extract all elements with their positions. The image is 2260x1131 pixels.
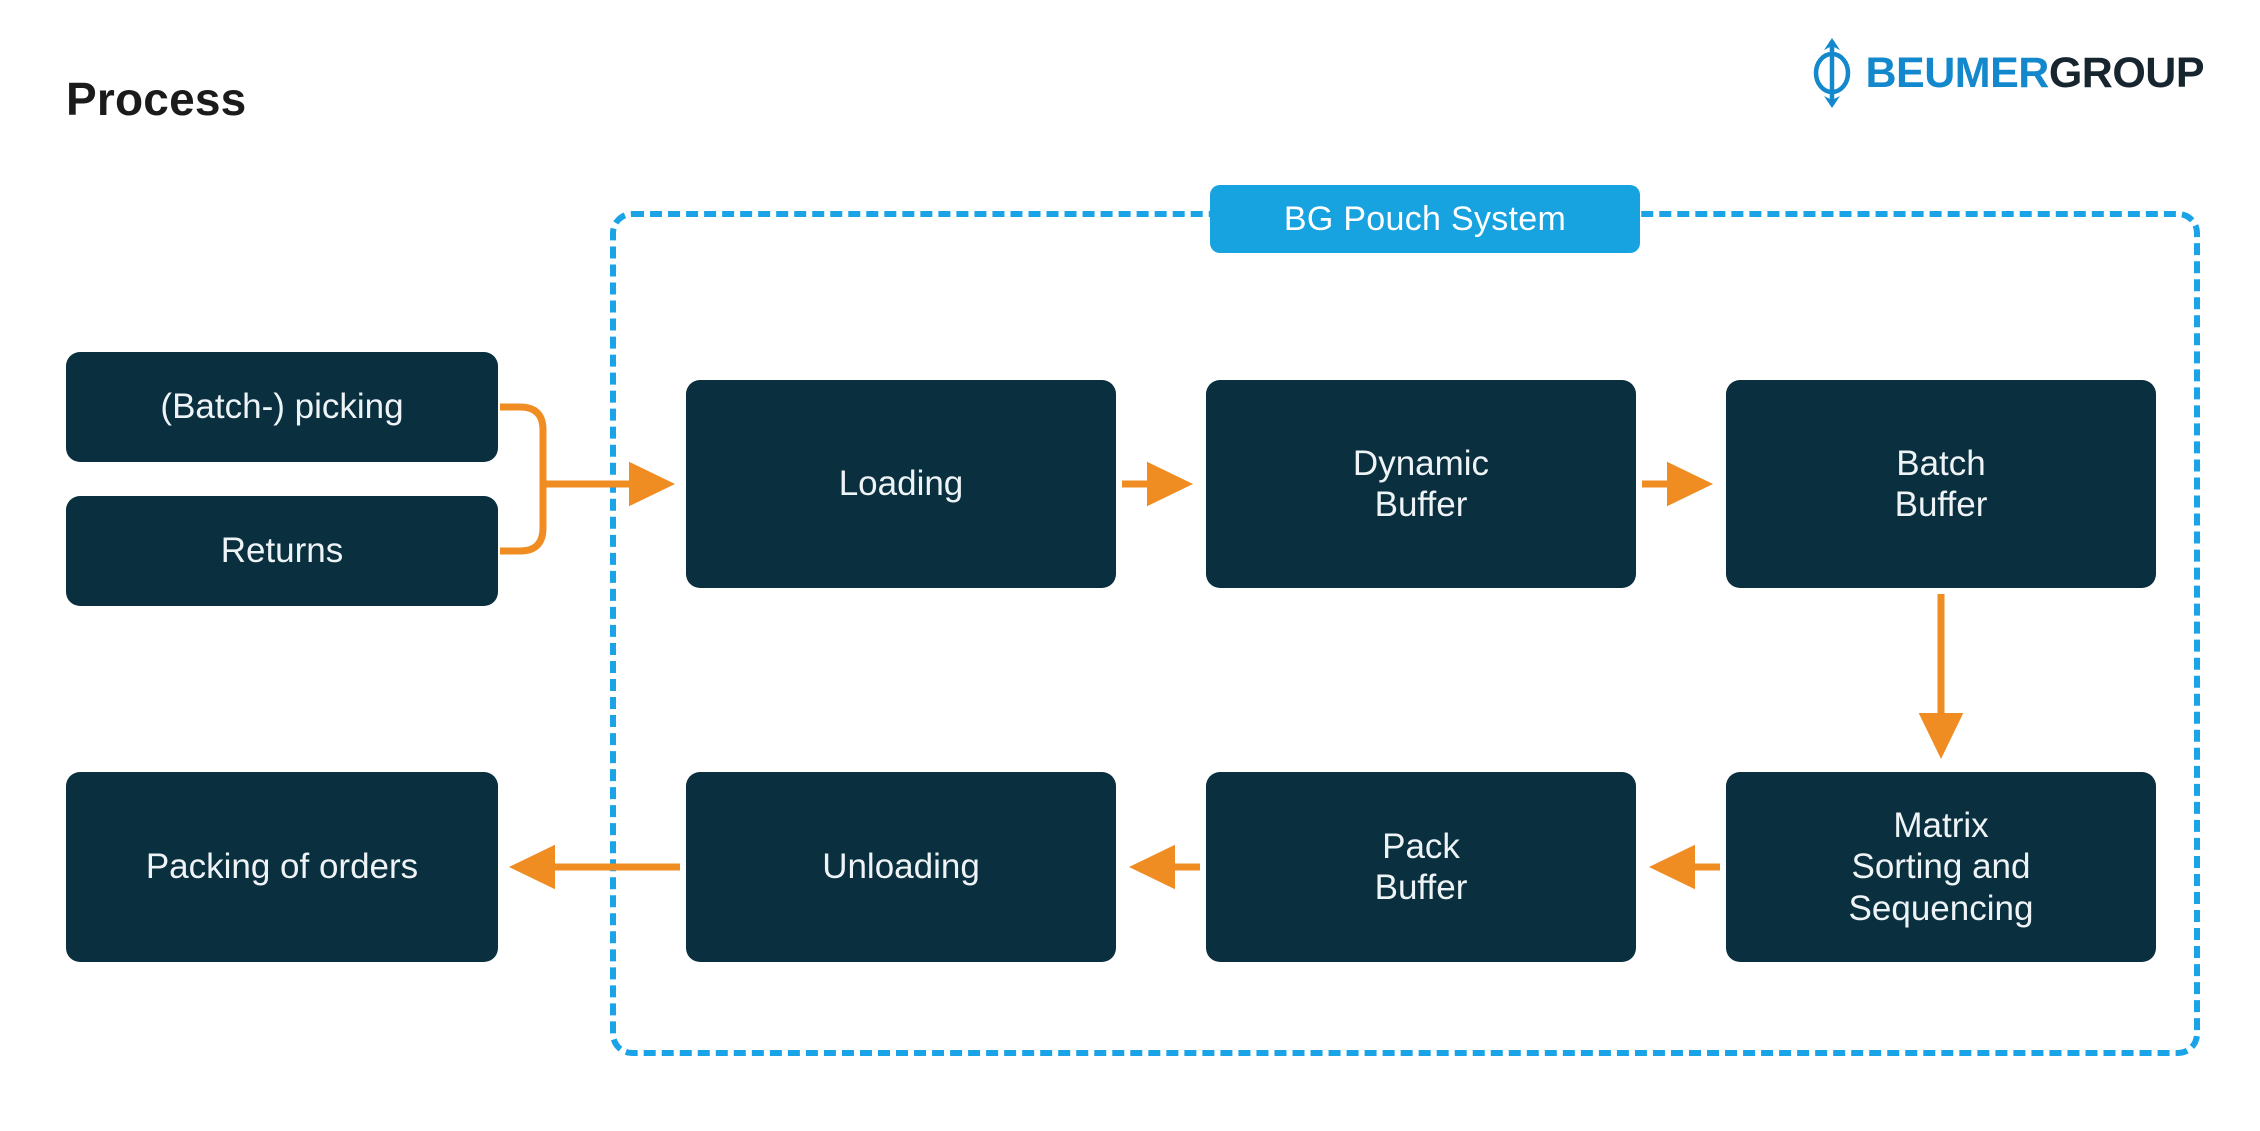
node-unloading[interactable]: Unloading <box>686 772 1116 962</box>
node-dynamic-buffer[interactable]: Dynamic Buffer <box>1206 380 1636 588</box>
brand-word-group: GROUP <box>2048 48 2205 97</box>
page-title: Process <box>66 73 247 125</box>
node-returns[interactable]: Returns <box>66 496 498 606</box>
brand-wordmark: BEUMERGROUP <box>1865 48 2205 97</box>
node-packing-of-orders[interactable]: Packing of orders <box>66 772 498 962</box>
node-pack-buffer[interactable]: Pack Buffer <box>1206 772 1636 962</box>
node-matrix-sorting-and-sequencing[interactable]: Matrix Sorting and Sequencing <box>1726 772 2156 962</box>
beumer-arrow-circle-icon <box>1814 38 1851 108</box>
brand-word-beumer: BEUMER <box>1865 48 2049 97</box>
edge-picking-returns-merge <box>500 403 547 555</box>
node-batch-picking[interactable]: (Batch-) picking <box>66 352 498 462</box>
brand-logo: BEUMERGROUP <box>1809 38 2205 108</box>
node-batch-buffer[interactable]: Batch Buffer <box>1726 380 2156 588</box>
node-loading[interactable]: Loading <box>686 380 1116 588</box>
system-badge: BG Pouch System <box>1210 185 1640 253</box>
